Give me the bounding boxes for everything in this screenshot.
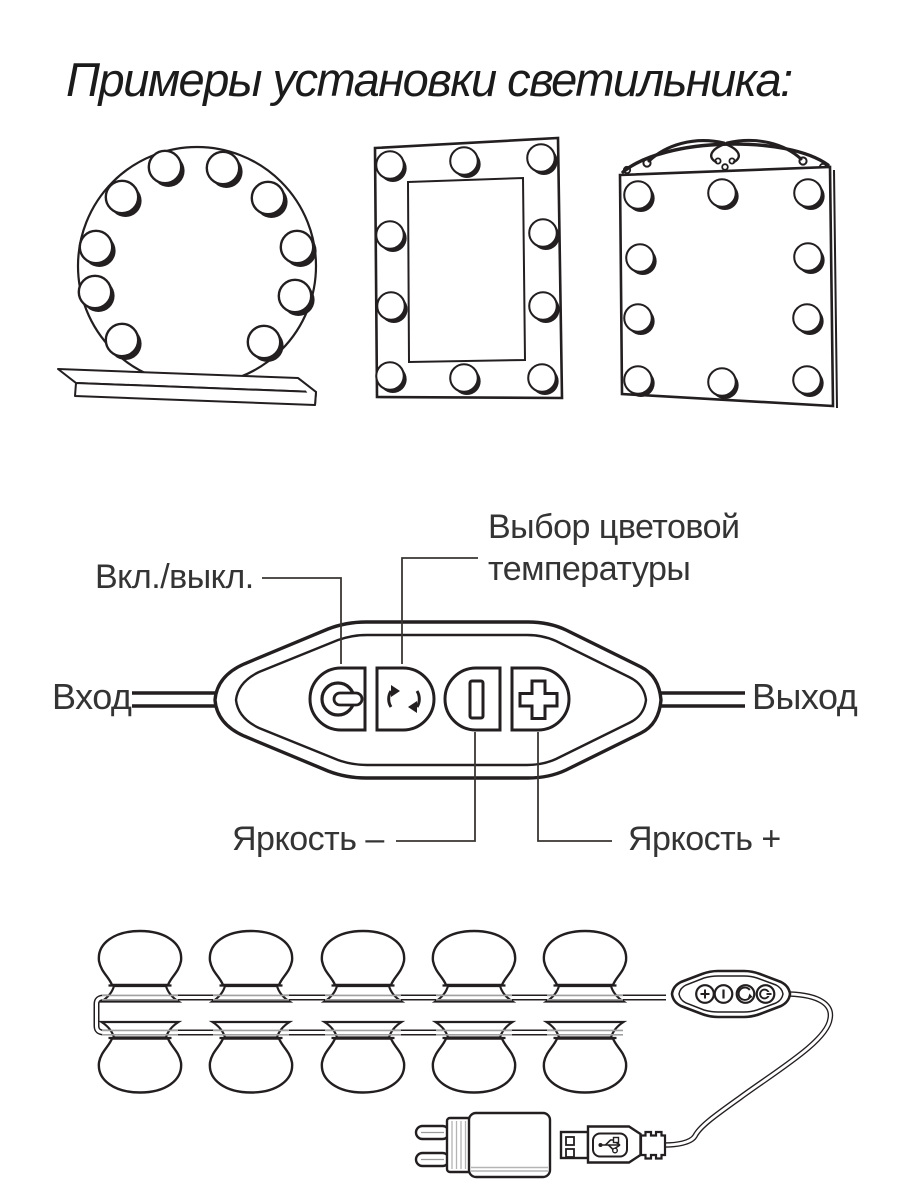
- usb-contact-hole: [565, 1136, 575, 1146]
- leader-brightness-minus: [396, 732, 476, 842]
- color-temperature-button: [375, 666, 436, 732]
- adapter-body: [467, 1111, 552, 1179]
- string-cable: [93, 994, 666, 1036]
- page-title: Примеры установки светильника:: [66, 53, 793, 106]
- label-color-temp-line1: Выбор цветовой: [488, 508, 740, 546]
- arched-mirror-illustration: [618, 139, 838, 409]
- prong-block-shading: [451, 1121, 467, 1169]
- eu-wall-adapter: [414, 1111, 552, 1179]
- power-cable: [664, 991, 834, 1148]
- bulb-icon: [320, 929, 406, 1003]
- mini-cycle-button: [735, 984, 756, 1004]
- mini-power-button: [755, 984, 776, 1004]
- label-input: Вход: [52, 676, 132, 717]
- plus-icon: [518, 679, 559, 720]
- brightness-down-button: [443, 666, 502, 732]
- bulb-icon: [431, 929, 517, 1003]
- bulb-icon: [320, 1020, 406, 1094]
- bulb-icon: [542, 929, 628, 1003]
- bar-icon: [468, 679, 485, 720]
- string-bulbs-top-row: [97, 929, 628, 1003]
- rect-mirror-glass: [406, 176, 527, 364]
- inline-controller: [670, 969, 792, 1019]
- label-on-off: Вкл./выкл.: [95, 558, 254, 596]
- cable-strain-relief: [639, 1130, 667, 1160]
- cable-over-sockets: [102, 994, 623, 1036]
- label-brightness-plus: Яркость +: [628, 820, 781, 858]
- power-button: [308, 666, 367, 732]
- light-string-diagram: [93, 929, 834, 1179]
- controller-diagram: [132, 557, 745, 842]
- usb-plug: [559, 1125, 667, 1164]
- bulb-icon: [542, 1020, 628, 1094]
- mirror-examples-illustration: [57, 136, 838, 409]
- leader-color-temp: [401, 557, 478, 664]
- power-icon: [320, 681, 364, 717]
- label-brightness-minus: Яркость –: [232, 820, 384, 858]
- bulb-icon: [431, 1020, 517, 1094]
- adapter-prongs: [414, 1124, 451, 1168]
- cycle-arrows-icon: [387, 685, 421, 713]
- mini-bar-button: [713, 984, 734, 1004]
- frame-shadow-line: [833, 169, 838, 409]
- plus-icon: [700, 989, 710, 999]
- brightness-up-button: [510, 666, 571, 732]
- arched-mirror-frame: [618, 165, 835, 408]
- usb-contact-hole: [565, 1148, 575, 1158]
- bulb-icon: [208, 1020, 294, 1094]
- round-mirror-illustration: [57, 145, 318, 406]
- bulb-icon: [97, 1020, 183, 1094]
- input-wire: [132, 691, 218, 708]
- mirror-stand-base: [57, 368, 317, 406]
- leader-on-off: [262, 577, 342, 664]
- leader-lines: [262, 557, 612, 842]
- adapter-body-shading: [471, 1166, 548, 1172]
- label-output: Выход: [752, 676, 858, 717]
- rectangular-mirror-illustration: [373, 136, 564, 400]
- output-wire: [658, 691, 745, 708]
- label-color-temp-line2: температуры: [488, 550, 691, 588]
- bulb-icon: [97, 929, 183, 1003]
- bulb-icon: [208, 929, 294, 1003]
- usb-icon: [598, 1136, 621, 1154]
- leader-brightness-plus: [537, 732, 612, 842]
